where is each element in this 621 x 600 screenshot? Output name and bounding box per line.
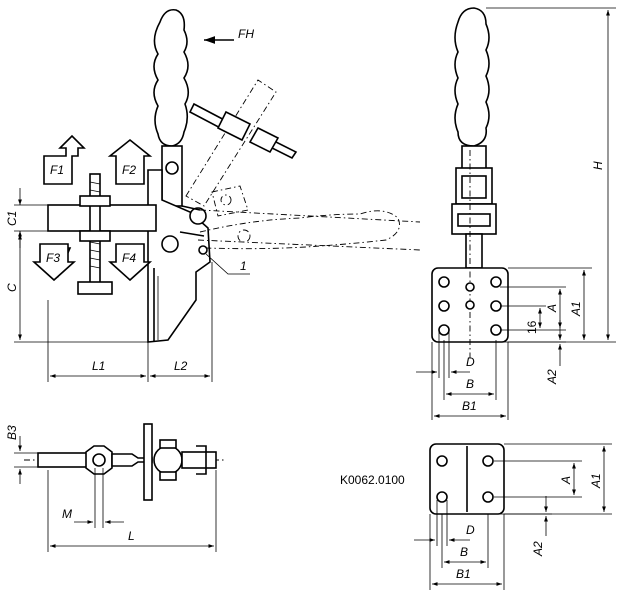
side-spindle-foot	[77, 281, 113, 295]
side-spindle-nut-lower	[79, 230, 111, 242]
svg-text:L: L	[128, 529, 135, 543]
svg-text:A: A	[559, 476, 573, 485]
front-handle-stem	[461, 145, 487, 171]
front-mounting-holes	[438, 276, 502, 336]
svg-text:L2: L2	[174, 359, 188, 373]
label-fh: FH	[238, 27, 254, 41]
svg-text:L1: L1	[92, 359, 105, 373]
front-spindle-nut	[451, 203, 497, 235]
side-open-position-ghost	[185, 79, 421, 251]
svg-text:A: A	[545, 304, 559, 313]
svg-text:B: B	[466, 377, 474, 391]
dimension-b: B	[443, 340, 497, 400]
label-1: 1	[240, 259, 247, 273]
side-clamp-arm	[47, 204, 157, 232]
force-arrow-f3	[31, 243, 77, 282]
side-handle-grip	[153, 8, 190, 147]
base-plate-view: K0062.0100 A1 A A2	[340, 443, 612, 590]
dimension-b-base: B	[441, 514, 489, 568]
dimension-l1: L1	[47, 300, 149, 382]
top-bracket	[143, 423, 153, 501]
svg-text:B1: B1	[462, 399, 477, 413]
svg-text:M: M	[62, 507, 72, 521]
force-arrow-f2	[107, 138, 153, 185]
dimension-l: L	[47, 470, 217, 552]
base-plate-holes	[436, 455, 494, 503]
front-handle-grip	[454, 7, 490, 147]
dimension-b1: B1	[431, 342, 509, 420]
side-open-spindle	[188, 102, 298, 160]
top-handle-end	[181, 451, 217, 469]
label-f4: F4	[122, 251, 136, 265]
svg-text:16: 16	[525, 320, 539, 334]
svg-text:A1: A1	[569, 301, 583, 317]
dimension-a1-base: A1	[504, 443, 612, 515]
force-arrow-f1	[43, 134, 86, 185]
dimension-b1-base: B1	[429, 514, 505, 590]
top-pivot-housing	[153, 445, 183, 475]
front-view: H A1 A 16 A2	[416, 7, 616, 420]
svg-text:A1: A1	[589, 473, 603, 489]
dimension-d: D	[416, 330, 475, 378]
force-arrow-f4	[107, 243, 153, 282]
svg-text:A2: A2	[531, 541, 545, 557]
label-f3: F3	[46, 251, 60, 265]
dimension-16: 16	[500, 305, 546, 334]
dimension-l2: L2	[150, 262, 213, 382]
dimension-a1: A1	[508, 267, 592, 340]
svg-text:B1: B1	[456, 567, 471, 581]
svg-text:C1: C1	[5, 211, 19, 226]
side-handle-stem	[161, 145, 183, 207]
side-spindle-nut-upper	[79, 195, 111, 207]
svg-text:D: D	[466, 355, 475, 369]
side-pivot-upper	[165, 161, 179, 175]
article-code: K0062.0100	[340, 473, 405, 487]
dimension-c1: C1	[5, 188, 50, 248]
front-spindle	[465, 233, 483, 269]
svg-text:C: C	[5, 283, 19, 292]
side-view: F1 F2 F3 F4 FH 1 C1 C L1	[5, 8, 421, 382]
label-f2: F2	[122, 163, 136, 177]
side-pivot-lower	[161, 235, 179, 253]
dimension-m: M	[62, 468, 124, 528]
marker-1-pin	[198, 245, 208, 255]
leader-1	[205, 253, 250, 275]
label-f1: F1	[50, 163, 64, 177]
dimension-c: C	[5, 234, 148, 343]
svg-text:B: B	[460, 545, 468, 559]
svg-text:A2: A2	[545, 369, 559, 385]
svg-text:B3: B3	[5, 425, 19, 440]
dimension-a2: A2	[500, 320, 566, 385]
dimension-a-base: A	[494, 460, 582, 498]
side-body	[147, 169, 211, 343]
dimension-d-base: D	[414, 500, 475, 546]
top-view: B3 M L	[5, 423, 226, 552]
svg-text:H: H	[591, 161, 605, 170]
svg-text:D: D	[466, 523, 475, 537]
side-pivot-main	[189, 207, 207, 225]
dimension-b3: B3	[5, 425, 40, 484]
